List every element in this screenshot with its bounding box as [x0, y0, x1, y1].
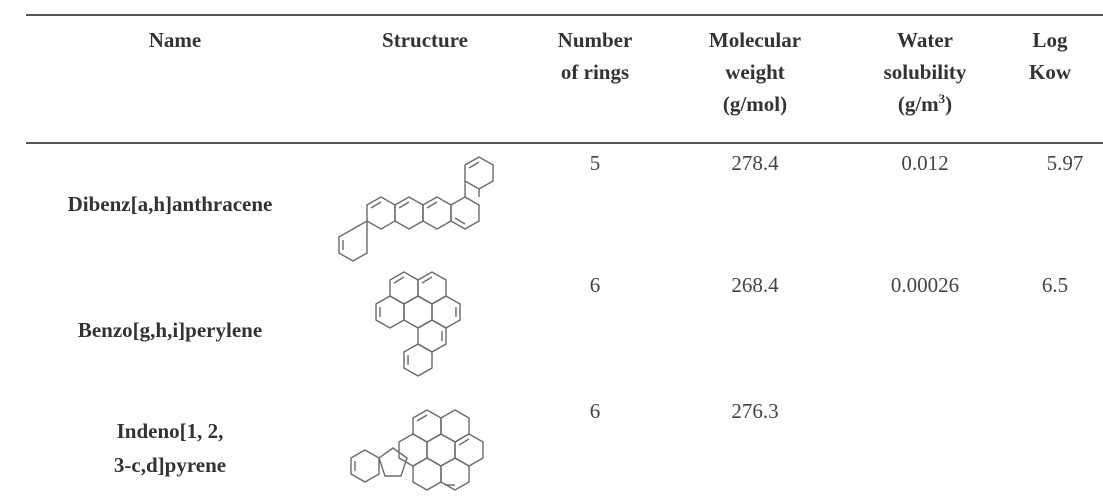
- row-2-name: Benzo[g,h,i]perylene: [77, 318, 263, 342]
- row-3-molecular-weight: 276.3: [731, 399, 779, 423]
- row-1-molecular-weight: 278.4: [731, 151, 779, 175]
- row-2-molecular-weight: 268.4: [731, 273, 779, 297]
- header-number-of-rings: Number of rings: [557, 28, 633, 84]
- row-2-water-solubility: 0.00026: [890, 273, 960, 297]
- row-2-log-kow: 6.5: [1041, 273, 1069, 297]
- row-1-name: Dibenz[a,h]anthracene: [67, 192, 273, 216]
- header-log-kow: Log Kow: [1029, 28, 1071, 84]
- benzo-ghi-perylene-structure-icon: [375, 271, 461, 377]
- indeno-123cd-pyrene-structure-icon: [350, 409, 484, 491]
- row-3-rings: 6: [589, 399, 601, 423]
- header-bottom-rule: [26, 142, 1103, 144]
- header-water-solubility: Water solubility (g/m3): [855, 24, 995, 120]
- row-1-rings: 5: [589, 151, 601, 175]
- row-1-log-kow: 5.97: [1046, 151, 1084, 175]
- row-2-rings: 6: [589, 273, 601, 297]
- table-top-rule: [26, 14, 1103, 16]
- solubility-unit: (g/m3): [897, 91, 953, 116]
- row-3-name: Indeno[1, 2, 3-c,d]pyrene: [113, 419, 227, 477]
- row-1-water-solubility: 0.012: [901, 151, 949, 175]
- header-structure: Structure: [382, 28, 468, 52]
- header-molecular-weight: Molecular weight (g/mol): [708, 28, 802, 116]
- header-name: Name: [148, 28, 202, 52]
- dibenz-ah-anthracene-structure-icon: [338, 156, 494, 262]
